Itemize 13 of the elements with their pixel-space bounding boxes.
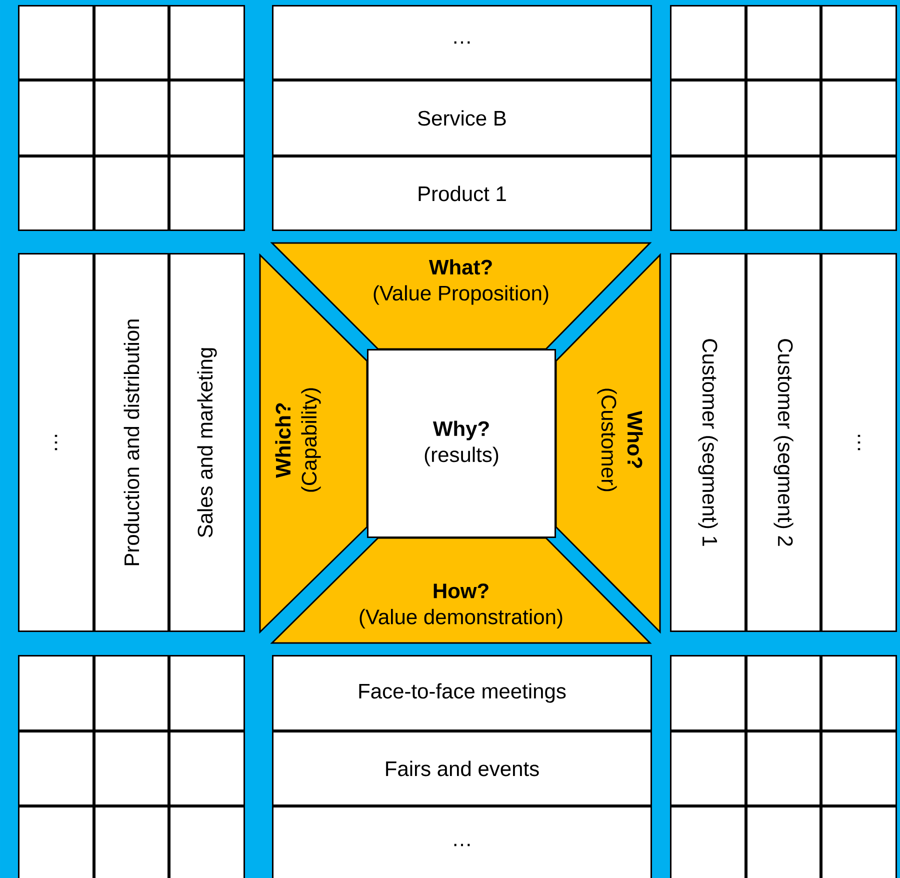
table-cell: Sales and marketing	[169, 252, 245, 632]
table-cell: …	[821, 252, 897, 632]
table-cell: Product 1	[272, 156, 652, 231]
table-cell: Face-to-face meetings	[272, 654, 652, 731]
table-cell: Customer (segment) 1	[670, 252, 746, 632]
table-cell: Service B	[272, 80, 652, 156]
table-cell: Fairs and events	[272, 730, 652, 806]
table-cell: …	[272, 5, 652, 80]
table-cell: …	[18, 252, 94, 632]
center-square: Why? (results)	[367, 349, 556, 538]
table-cell: …	[272, 806, 652, 878]
table-cell: Production and distribution	[94, 252, 169, 632]
table-cell: Customer (segment) 2	[746, 252, 821, 632]
